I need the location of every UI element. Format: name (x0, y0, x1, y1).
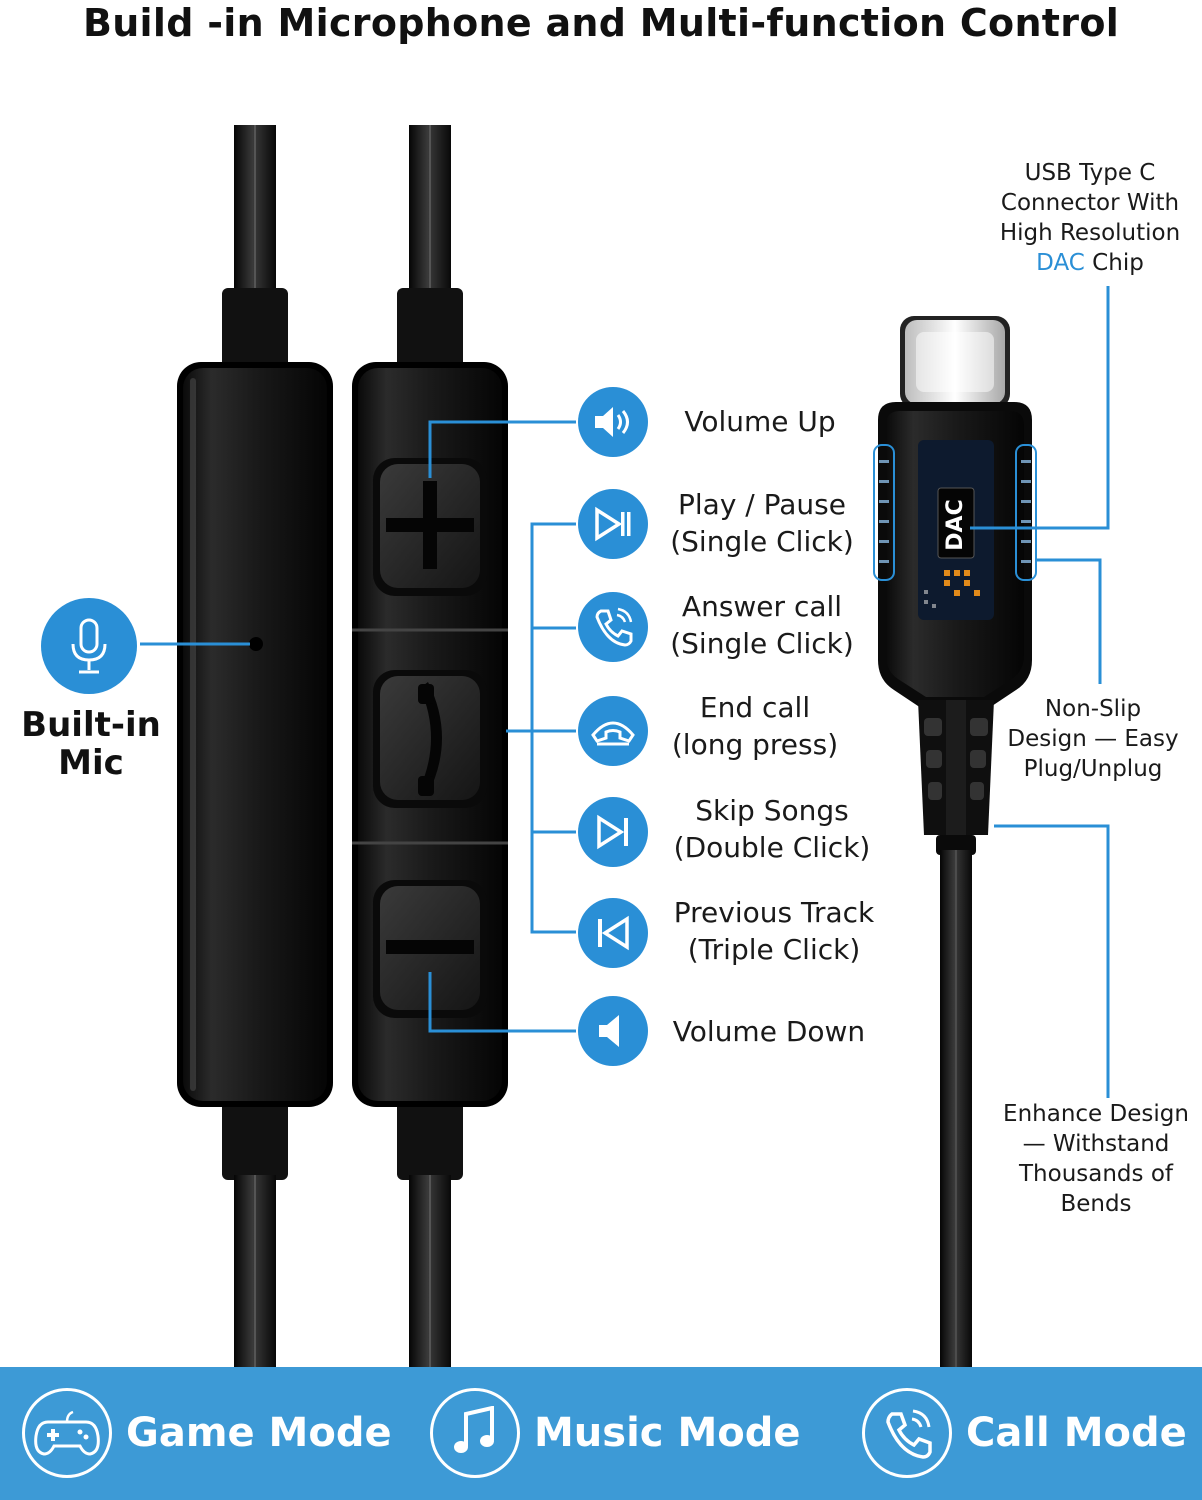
right-cable (397, 125, 463, 1367)
mode-bar (0, 1367, 1202, 1500)
function-label-volume-up: Volume Up (684, 405, 836, 438)
call-mode-label: Call Mode (966, 1410, 1187, 1456)
usb-c-dac-label: USB Type C Connector With High Resolutio… (999, 160, 1181, 276)
left-cable (222, 125, 288, 1367)
call-mode: Call Mode (862, 1385, 1187, 1481)
mic-housing (177, 362, 333, 1107)
enhance-design-label: Enhance Design — Withstand Thousands of … (1003, 1101, 1189, 1217)
page-title: Build -in Microphone and Multi-function … (82, 1, 1120, 45)
phone-answer-icon (578, 592, 648, 662)
skip-next-icon (578, 797, 648, 867)
volume-down-icon (578, 996, 648, 1066)
game-mode: Game Mode (22, 1385, 392, 1481)
volume-down-button (373, 880, 487, 1018)
non-slip-label: Non-Slip Design — Easy Plug/Unplug (1007, 696, 1179, 782)
microphone-icon (41, 598, 137, 694)
mic-label-line1: Built-in (21, 705, 161, 745)
connector-callout-lines (970, 286, 1110, 1098)
function-label-skip-songs: Skip Songs (Double Click) (673, 794, 871, 864)
volume-up-button (373, 458, 487, 596)
phone-end-icon (578, 696, 648, 766)
game-mode-label: Game Mode (126, 1410, 392, 1456)
function-label-answer-call: Answer call (Single Click) (670, 590, 854, 660)
dac-chip-label: DAC (943, 499, 968, 551)
usb-c-connector (873, 316, 1037, 1367)
mic-label: Built-in Mic (10, 706, 172, 782)
play-pause-icon (578, 489, 648, 559)
mic-hole (249, 637, 263, 651)
mic-label-line2: Mic (58, 743, 124, 783)
call-button (373, 670, 487, 808)
phone-call-icon (862, 1388, 952, 1478)
volume-up-icon (578, 387, 648, 457)
function-label-previous-track: Previous Track (Triple Click) (673, 896, 875, 966)
gamepad-icon (22, 1388, 112, 1478)
dac-highlight: DAC (1036, 250, 1085, 276)
function-label-end-call: End call (long press) (671, 691, 839, 761)
remote-callout-lines (428, 420, 576, 1033)
function-label-play-pause: Play / Pause (Single Click) (670, 488, 854, 558)
function-label-volume-down: Volume Down (672, 1015, 866, 1048)
music-mode: Music Mode (430, 1385, 800, 1481)
music-note-icon (430, 1388, 520, 1478)
previous-track-icon (578, 898, 648, 968)
music-mode-label: Music Mode (534, 1410, 801, 1456)
